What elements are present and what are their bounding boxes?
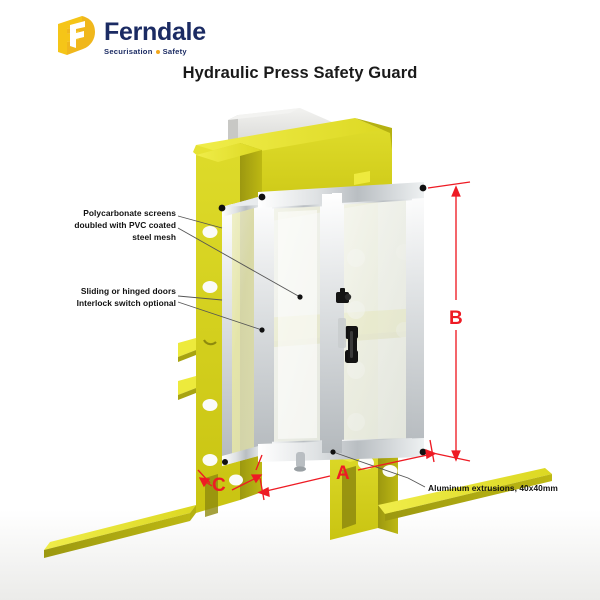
- leader-lines: [177, 215, 426, 488]
- arrow-c-right: [250, 474, 263, 484]
- arrow-a-left: [257, 486, 270, 497]
- dim-corner-dot-side-left: [218, 204, 226, 212]
- dimension-label-a: A: [336, 463, 350, 484]
- brand-tagline-right: Safety: [162, 46, 187, 56]
- annotation-line: doubled with PVC coated: [74, 219, 176, 230]
- leader-endpoint-doors: [259, 327, 265, 333]
- witness-c-right: [255, 454, 263, 471]
- door-interlock-latch[interactable]: [336, 288, 352, 303]
- dim-corner-dot-top-left: [258, 193, 266, 201]
- witness-a-right: [429, 439, 435, 463]
- brand-tagline-separator-dot: [155, 49, 160, 54]
- arrow-c-left: [198, 477, 211, 488]
- annotation-line: Interlock switch optional: [76, 297, 176, 308]
- arrow-b-bottom: [451, 450, 461, 462]
- dim-line-a-left: [261, 475, 331, 493]
- annotation-aluminum-extrusions: Aluminum extrusions, 40x40mm: [428, 483, 588, 495]
- dim-corner-dot-bottom-left: [222, 459, 228, 465]
- brand-tagline: Securisation Safety: [104, 48, 206, 56]
- brand-tagline-left: Securisation: [104, 46, 153, 56]
- arrow-b-top: [451, 185, 461, 197]
- page-title: Hydraulic Press Safety Guard: [182, 64, 418, 82]
- annotation-line: Aluminum extrusions, 40x40mm: [428, 483, 558, 493]
- brand-name: Ferndale: [104, 17, 206, 46]
- dimension-label-b: B: [449, 308, 463, 329]
- guard-door-right[interactable]: [334, 188, 416, 452]
- brand-wordmark: Ferndale Securisation Safety: [104, 17, 206, 56]
- annotation-line: steel mesh: [132, 231, 176, 242]
- guard-enclosure-frame: [218, 182, 427, 472]
- annotation-sliding-hinged-doors: Sliding or hinged doors Interlock switch…: [46, 286, 176, 310]
- annotation-line: Sliding or hinged doors: [80, 286, 176, 296]
- annotation-polycarbonate-screens: Polycarbonate screens doubled with PVC c…: [46, 208, 176, 244]
- guard-door-left[interactable]: [264, 194, 330, 453]
- ferndale-f-logo-icon: [52, 14, 98, 58]
- dimension-label-c: C: [212, 475, 226, 496]
- witness-a-left: [259, 477, 265, 501]
- leader-endpoint-screens: [297, 294, 303, 300]
- leader-endpoint-extrusions: [330, 449, 336, 455]
- door-handle[interactable]: [338, 318, 358, 363]
- floor-surface: [0, 510, 600, 600]
- dimension-lines: [197, 181, 471, 501]
- annotation-line: Polycarbonate screens: [83, 208, 176, 218]
- brand-logo: Ferndale Securisation Safety: [52, 14, 206, 58]
- dim-corner-dot-top-right: [419, 184, 427, 192]
- dim-corner-dot-bottom-right: [419, 448, 427, 456]
- arrow-a-right: [425, 448, 437, 460]
- witness-b-top: [427, 181, 471, 189]
- dim-line-a-right: [357, 453, 433, 471]
